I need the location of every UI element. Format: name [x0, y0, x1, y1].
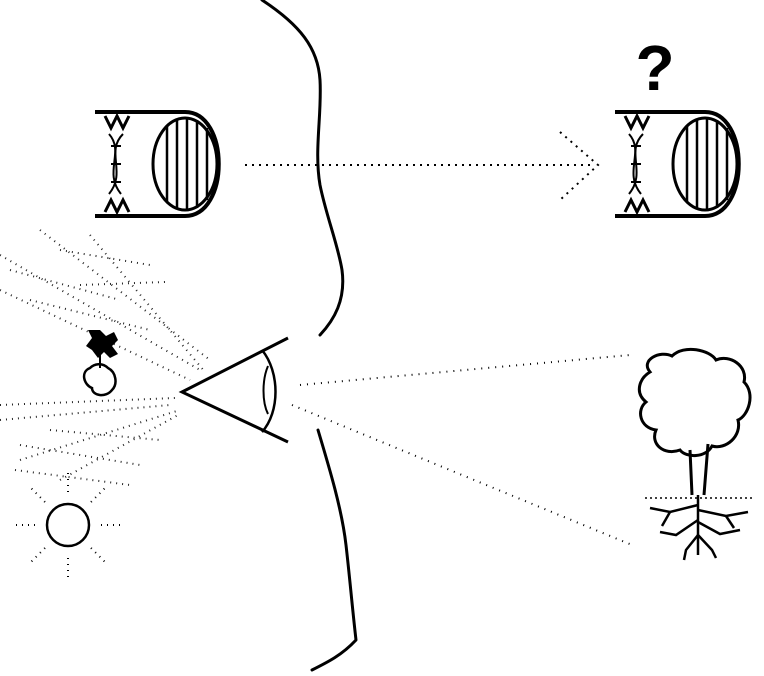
target-cell-icon: [615, 110, 741, 218]
question-mark: ?: [635, 32, 674, 104]
eye-icon: [178, 336, 289, 444]
transfer-arrow-head: [559, 131, 600, 201]
flower-icon: [82, 330, 118, 397]
sight-line-upper: [299, 354, 631, 386]
tree-icon: [637, 347, 752, 561]
source-cell-icon: [95, 110, 221, 218]
incoming-light-rays: [0, 229, 211, 486]
head-profile-icon: [260, 0, 358, 672]
sun-icon: [14, 470, 122, 580]
